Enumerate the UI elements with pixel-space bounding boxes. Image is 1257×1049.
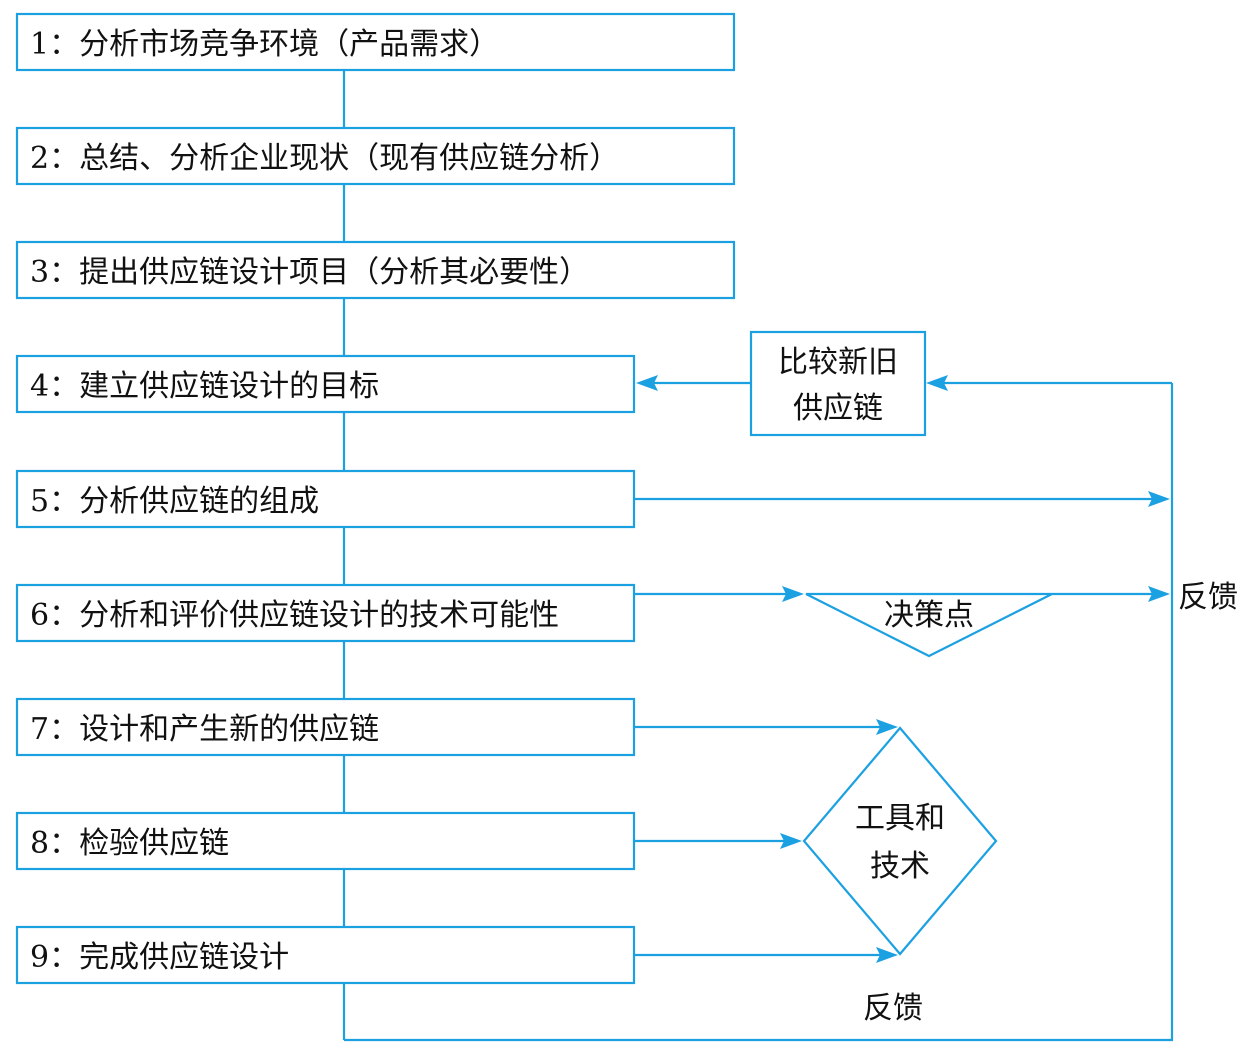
step6-to-decision-arrowhead xyxy=(782,586,804,602)
step-text-5: 5：分析供应链的组成 xyxy=(30,484,319,519)
tools-label-line2: 技术 xyxy=(870,849,930,884)
step8-to-tools-arrowhead xyxy=(780,833,802,849)
step5-to-feedback-arrowhead xyxy=(1148,491,1170,507)
step-box-7 xyxy=(15,697,636,757)
step-box-1 xyxy=(15,12,736,72)
step-text-6: 6：分析和评价供应链设计的技术可能性 xyxy=(30,598,559,633)
step-box-9 xyxy=(15,925,636,985)
step-text-1: 1：分析市场竞争环境（产品需求） xyxy=(30,27,499,62)
feedback-label-right: 反馈 xyxy=(1178,580,1238,615)
tools-label-line1: 工具和 xyxy=(855,801,945,836)
step7-to-tools-arrowhead xyxy=(876,719,898,735)
feedback-loop-line xyxy=(344,383,1174,1042)
step-text-8: 8：检验供应链 xyxy=(30,826,229,861)
feedback-to-compare-arrowhead xyxy=(926,375,948,391)
tools-diamond-shape xyxy=(802,726,998,956)
decision-point-label: 决策点 xyxy=(884,598,974,633)
step-box-4 xyxy=(15,354,636,414)
decision-to-feedback-arrowhead xyxy=(1148,586,1170,602)
step-box-8 xyxy=(15,811,636,871)
step-text-7: 7：设计和产生新的供应链 xyxy=(30,712,379,747)
step-text-9: 9：完成供应链设计 xyxy=(30,940,289,975)
step9-to-tools-arrowhead xyxy=(876,947,898,963)
compare-box xyxy=(749,330,927,437)
step-text-2: 2：总结、分析企业现状（现有供应链分析） xyxy=(30,141,619,176)
step-box-6 xyxy=(15,583,636,643)
step-text-3: 3：提出供应链设计项目（分析其必要性） xyxy=(30,255,589,290)
decision-point-shape xyxy=(805,592,1053,658)
compare-box-line1: 比较新旧 xyxy=(778,345,898,380)
compare-to-step4-arrowhead xyxy=(636,375,658,391)
step-text-4: 4：建立供应链设计的目标 xyxy=(30,369,379,404)
feedback-label-bottom: 反馈 xyxy=(863,991,923,1026)
step-box-2 xyxy=(15,126,736,186)
compare-box-line2: 供应链 xyxy=(793,391,883,426)
step-box-3 xyxy=(15,240,736,300)
